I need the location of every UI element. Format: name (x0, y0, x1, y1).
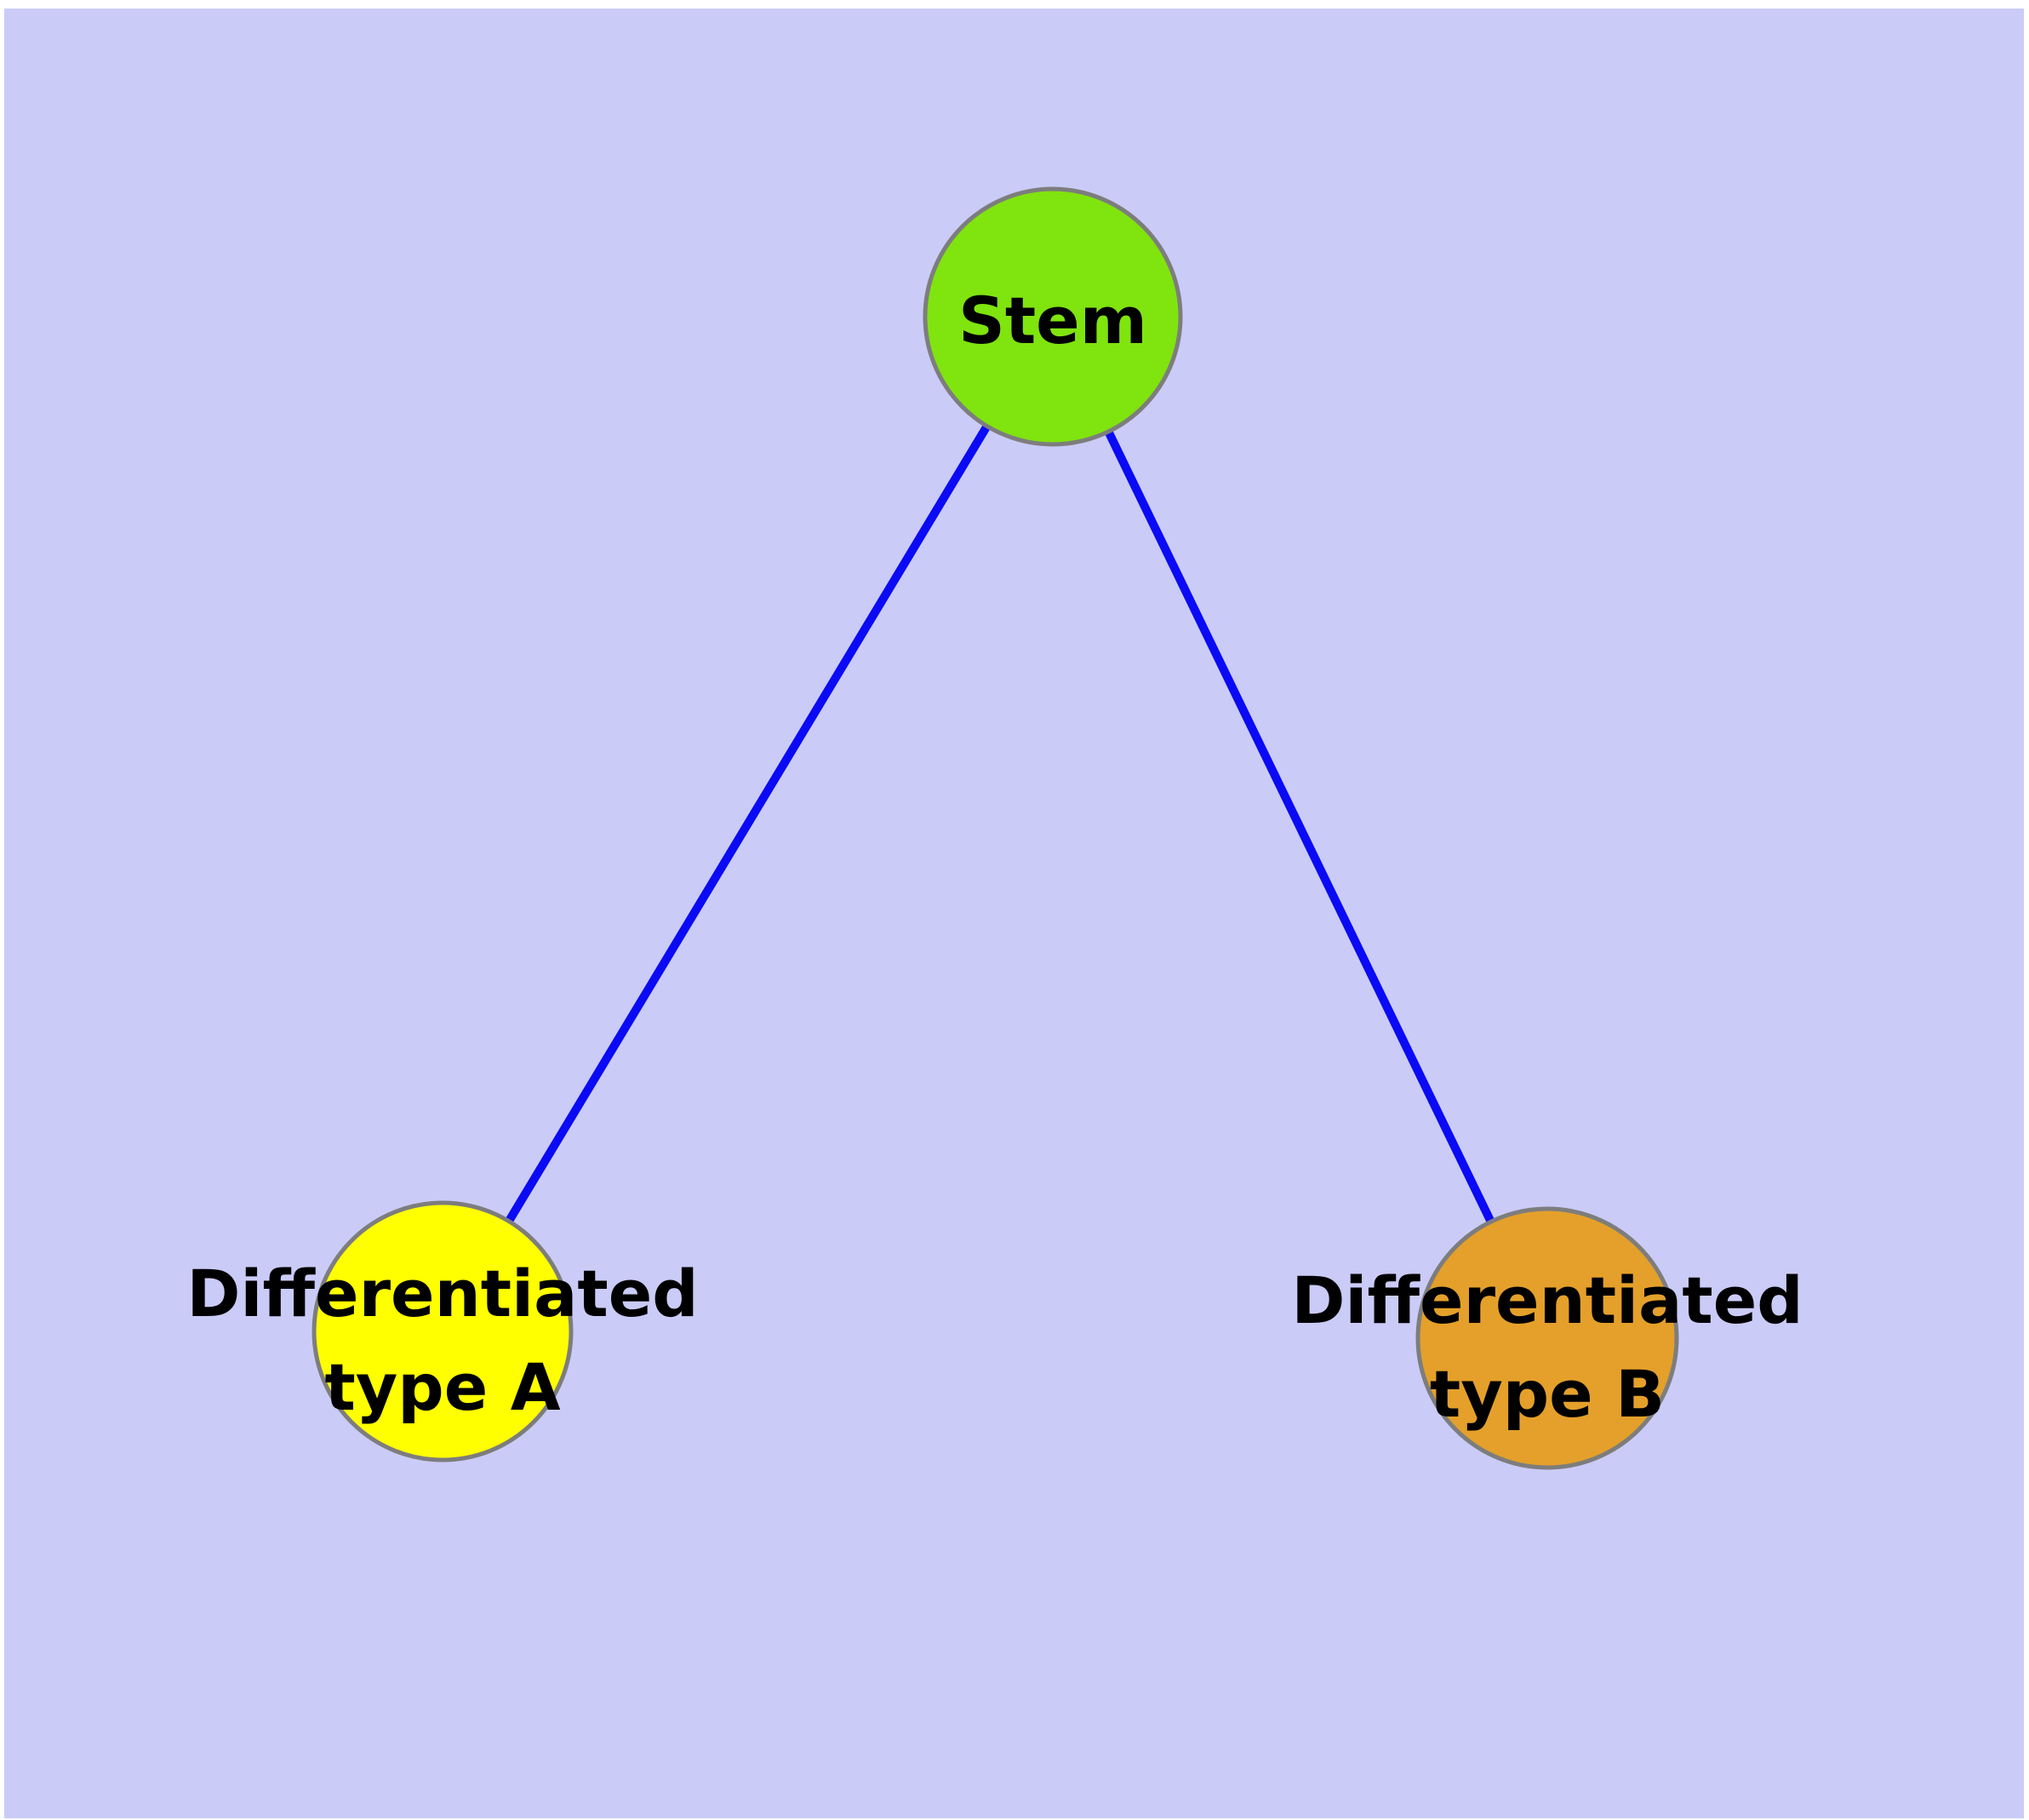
node-differentiated-type-b (1415, 1206, 1679, 1470)
node-stem (923, 186, 1183, 447)
node-type-a-label-line2: type A (324, 1349, 560, 1425)
edge-stem-to-type-a (438, 314, 1057, 1334)
node-type-a-label-line1: Differentiated (186, 1256, 698, 1331)
node-type-b-label-line2: type B (1430, 1356, 1665, 1432)
edge-stem-to-type-b (1049, 314, 1552, 1341)
node-type-b-label-line1: Differentiated (1291, 1262, 1803, 1338)
node-stem-label: Stem (958, 283, 1147, 358)
node-differentiated-type-a (311, 1200, 574, 1462)
